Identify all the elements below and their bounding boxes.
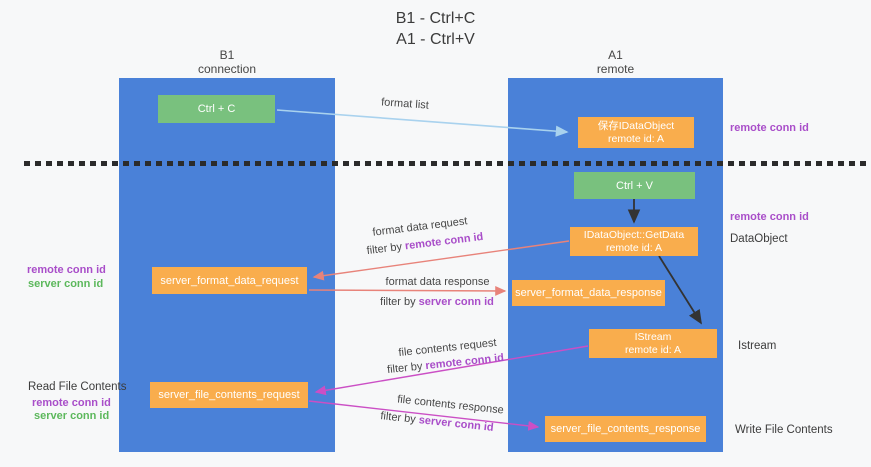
b1-subtitle: connection [197,62,257,76]
save-idataobject-box: 保存IDataObject remote id: A [578,117,694,148]
filter-by-server-conn-id-label-1: filter by server conn id [362,296,512,308]
remote-conn-id-text: remote conn id [404,230,484,253]
ctrl-v-box: Ctrl + V [574,172,695,199]
format-response-label: server_format_data_response [515,287,662,299]
istream-box: IStream remote id: A [589,329,717,358]
remote-conn-id-annotation-mid: remote conn id [730,211,809,223]
format-request-to-response-arrow [308,286,507,296]
idataobject-getdata-box: IDataObject::GetData remote id: A [570,227,698,256]
a1-name: A1 [608,48,623,62]
server-file-contents-request-box: server_file_contents_request [150,382,308,408]
server-conn-id-text: server conn id [418,414,495,434]
server-conn-id-annotation-left: server conn id [28,278,104,290]
getdata-line1: IDataObject::GetData [583,228,685,241]
filter-by-text: filter by [380,296,419,308]
format-request-label: server_format_data_request [160,274,299,287]
b1-name: B1 [219,48,235,62]
filter-by-text: filter by [379,410,420,427]
remote-conn-id-annotation-bottom-left: remote conn id [32,397,111,409]
read-file-contents-annotation: Read File Contents [28,381,127,393]
istream-annotation: Istream [738,340,777,352]
file-response-label: server_file_contents_response [550,423,701,435]
server-format-data-response-box: server_format_data_response [512,280,665,306]
server-file-contents-response-box: server_file_contents_response [545,416,706,442]
filter-by-text: filter by [366,240,406,258]
istream-line1: IStream [634,330,672,343]
server-conn-id-text: server conn id [418,296,494,308]
file-request-label: server_file_contents_request [158,389,300,401]
filter-by-text: filter by [386,360,427,377]
ctrl-c-box: Ctrl + C [158,95,275,123]
diagram-title: B1 - Ctrl+C A1 - Ctrl+V [0,8,871,50]
remote-conn-id-annotation-left: remote conn id [27,264,106,276]
istream-line2: remote id: A [624,343,682,356]
phase-separator-dashed-line [24,161,866,166]
column-header-a1: A1 remote [508,48,723,76]
server-conn-id-annotation-bottom-left: server conn id [34,410,110,422]
getdata-line2: remote id: A [605,241,663,254]
title-line-2: A1 - Ctrl+V [396,31,475,48]
ctrl-c-label: Ctrl + C [197,103,236,115]
title-line-1: B1 - Ctrl+C [395,10,476,27]
save-idataobject-line2: remote id: A [607,132,665,145]
column-header-b1: B1 connection [119,48,335,76]
a1-subtitle: remote [596,62,635,76]
save-idataobject-line1: 保存IDataObject [597,119,675,132]
ctrl-v-label: Ctrl + V [616,179,653,192]
dataobject-annotation: DataObject [730,233,788,245]
format-list-label: format list [380,96,430,112]
write-file-contents-annotation: Write File Contents [735,424,833,436]
format-data-response-label: format data response [385,276,490,288]
remote-conn-id-annotation-top: remote conn id [730,122,809,134]
server-format-data-request-box: server_format_data_request [152,267,307,294]
